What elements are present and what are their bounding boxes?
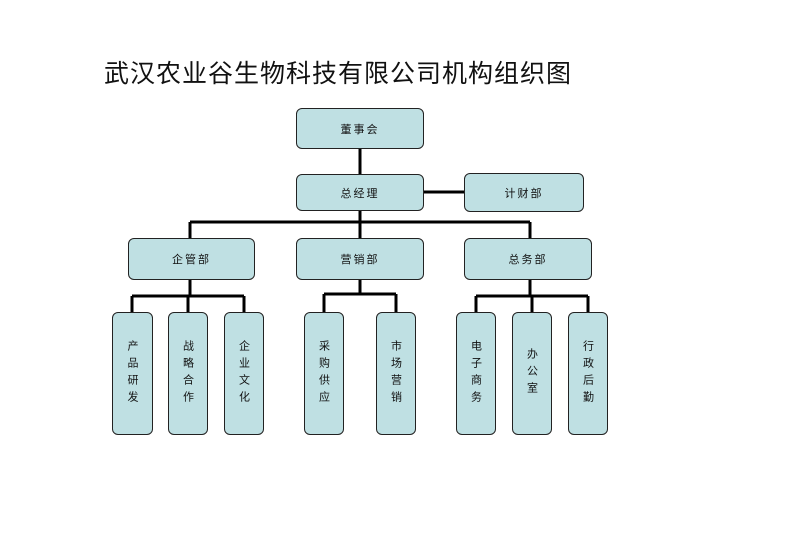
node-ceo: 总经理 xyxy=(296,174,424,211)
node-ceo-label: 总经理 xyxy=(340,186,380,200)
node-corporate-culture-label: 企业文化 xyxy=(237,339,251,408)
node-market-sales: 市场营销 xyxy=(376,312,416,435)
node-procurement: 采购供应 xyxy=(304,312,344,435)
node-general-affairs-label: 总务部 xyxy=(508,253,548,266)
node-finance-label: 计财部 xyxy=(504,186,544,200)
node-product-rd-label: 产品研发 xyxy=(126,339,139,408)
node-strategic-coop: 战略合作 xyxy=(168,312,208,435)
node-marketing-label: 营销部 xyxy=(340,253,380,266)
node-ecommerce-label: 电子商务 xyxy=(469,339,483,408)
node-market-sales-label: 市场营销 xyxy=(389,339,403,408)
node-chairman-label: 董事会 xyxy=(340,122,380,136)
chart-title: 武汉农业谷生物科技有限公司机构组织图 xyxy=(104,59,573,88)
node-office-label: 办公室 xyxy=(525,348,539,399)
node-product-rd: 产品研发 xyxy=(112,312,153,435)
node-ecommerce: 电子商务 xyxy=(456,312,496,435)
node-admin-logistics: 行政后勤 xyxy=(568,312,608,435)
node-admin-logistics-label: 行政后勤 xyxy=(581,339,595,408)
node-chairman: 董事会 xyxy=(296,108,424,149)
node-marketing: 营销部 xyxy=(296,238,424,280)
node-procurement-label: 采购供应 xyxy=(317,339,331,408)
node-office: 办公室 xyxy=(512,312,552,435)
node-enterprise-mgmt: 企管部 xyxy=(128,238,255,280)
node-finance: 计财部 xyxy=(464,173,584,212)
node-general-affairs: 总务部 xyxy=(464,238,592,280)
node-enterprise-mgmt-label: 企管部 xyxy=(172,253,211,266)
node-strategic-coop-label: 战略合作 xyxy=(181,339,195,408)
node-corporate-culture: 企业文化 xyxy=(224,312,264,435)
